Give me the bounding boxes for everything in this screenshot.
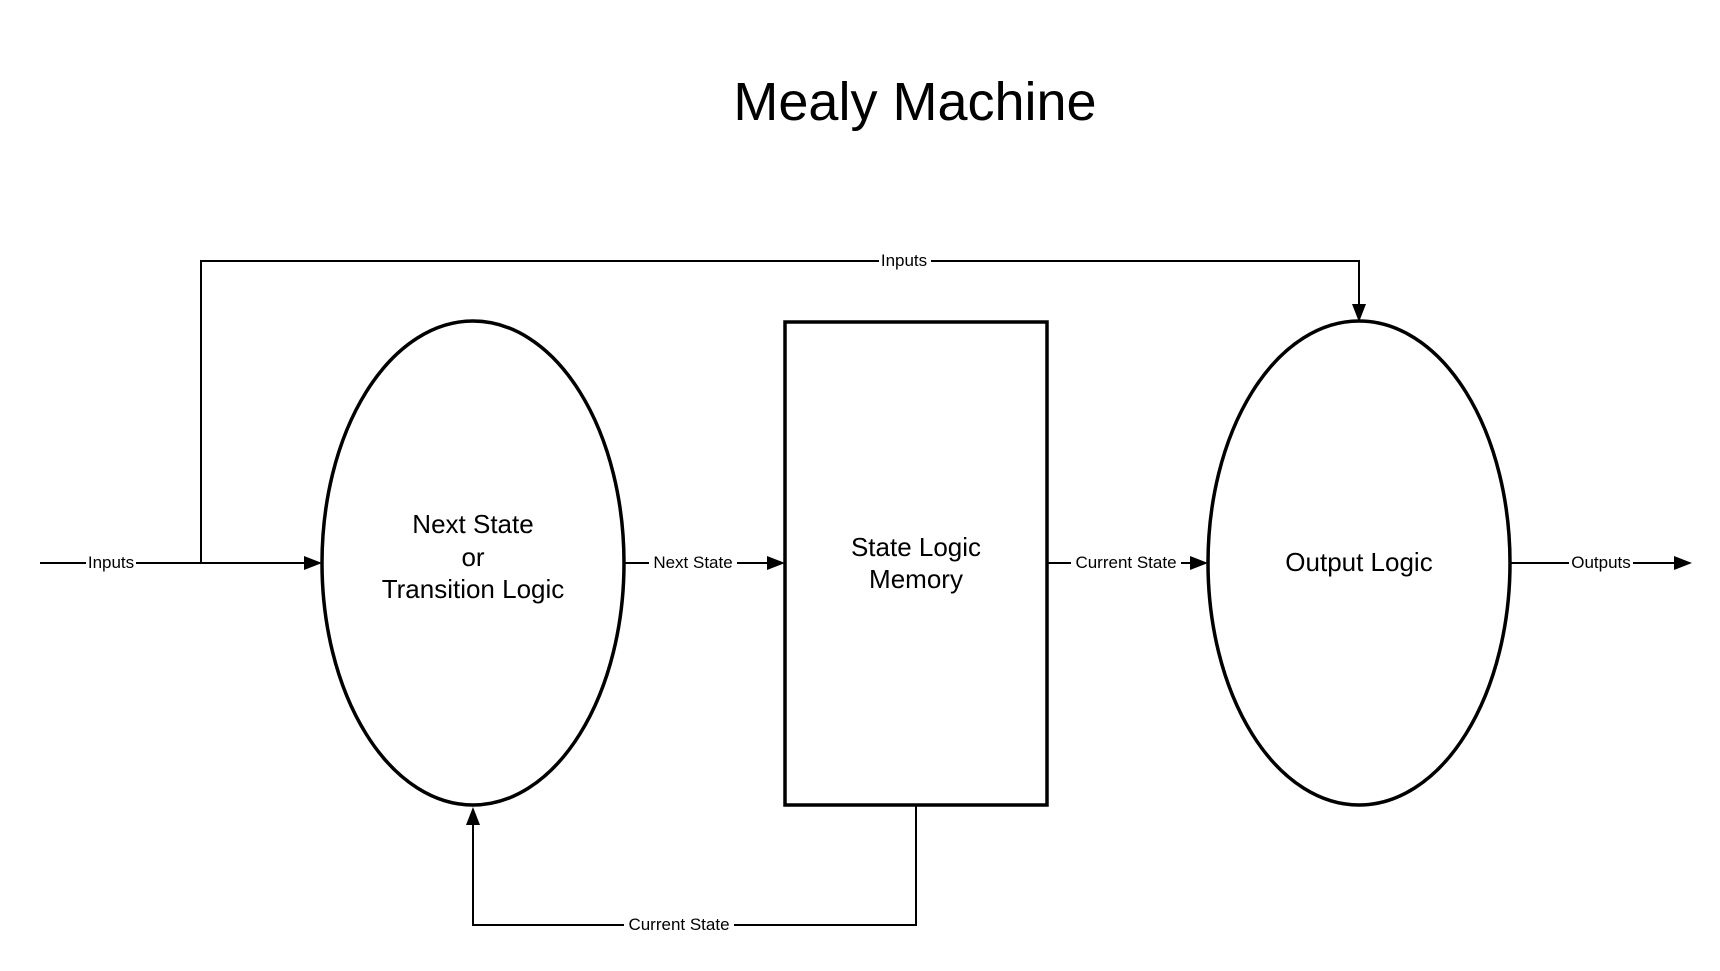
inputs-in-arrowhead [304,556,322,570]
current-state-feedback-label-bg [624,913,734,935]
output-logic-ellipse [1206,319,1512,807]
outputs-arrowhead [1674,556,1692,570]
state-memory-label-line2: Memory [869,564,963,594]
outputs-label: Outputs [1571,553,1631,572]
next-state-label: Next State [653,553,732,572]
inputs-bypass-label-bg [879,249,931,271]
inputs-in-label-bg [86,551,136,573]
outputs-label-bg [1569,551,1633,573]
state-memory-box [783,320,1049,807]
next-state-logic-label-line1: Next State [412,509,533,539]
next-state-arrowhead [767,556,785,570]
current-state-feedback-label: Current State [628,915,729,934]
inputs-bypass-arrowhead [1352,304,1366,322]
current-state-feedback-line [472,805,917,926]
next-state-logic-label-line2: or [461,542,484,572]
current-state-forward-arrowhead [1190,556,1208,570]
state-memory-label-line1: State Logic [851,532,981,562]
next-state-logic-label-line3: Transition Logic [382,574,565,604]
output-logic-label: Output Logic [1285,547,1432,577]
next-state-logic-ellipse [320,319,626,807]
next-state-label-bg [649,551,737,573]
current-state-forward-label-bg [1071,551,1181,573]
diagram-title: Mealy Machine [733,72,1096,132]
inputs-in-label: Inputs [88,553,134,572]
inputs-bypass-label: Inputs [881,251,927,270]
current-state-feedback-arrowhead [466,807,480,825]
current-state-forward-label: Current State [1075,553,1176,572]
inputs-bypass-line [200,260,1360,563]
